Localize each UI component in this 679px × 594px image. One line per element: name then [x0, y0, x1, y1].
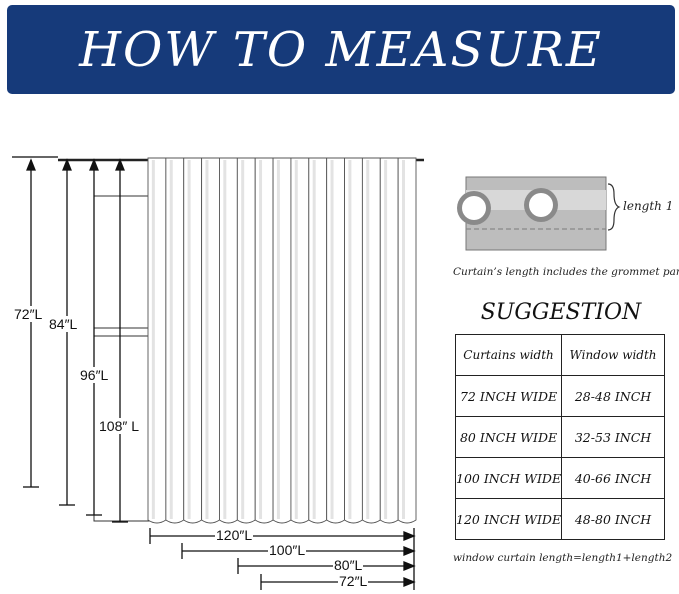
window-width-cell: 28-48 INCH [561, 375, 665, 417]
brace-icon [607, 183, 621, 231]
window-width-cell: 48-80 INCH [561, 498, 665, 540]
suggestion-table: Curtains width Window width 72 INCH WIDE… [454, 334, 665, 540]
curtain-pleat [344, 157, 363, 524]
curtain-pleat [147, 157, 167, 524]
table-row: 120 INCH WIDE 48-80 INCH [454, 498, 665, 540]
curtain-width-cell: 80 INCH WIDE [454, 416, 563, 458]
grommet-length-label: length 1 [623, 199, 674, 213]
height-label-108: 108″ L [98, 418, 140, 434]
curtain-pleat [272, 157, 292, 524]
height-label-72: 72″L [13, 306, 44, 322]
width-label-72: 72″L [338, 573, 369, 589]
suggestion-title: SUGGESTION [480, 300, 642, 325]
header-window-width: Window width [561, 334, 665, 376]
curtain-pleat [219, 157, 238, 524]
width-label-100: 100″L [268, 542, 307, 558]
curtain-pleat [361, 157, 381, 524]
table-row: 72 INCH WIDE 28-48 INCH [454, 375, 665, 417]
table-row: 80 INCH WIDE 32-53 INCH [454, 416, 665, 458]
curtain-pleat [165, 157, 185, 524]
grommet-ring-right-icon [524, 188, 558, 222]
curtain-width-cell: 72 INCH WIDE [454, 375, 563, 417]
height-label-84: 84″L [48, 316, 79, 332]
grommet-ring-left-icon [457, 191, 491, 225]
grommet-caption: Curtain’s length includes the grommet pa… [453, 266, 679, 278]
length-formula: window curtain length=length1+length2 [453, 552, 673, 564]
curtain-pleat [397, 157, 417, 524]
banner-title: HOW TO MEASURE [79, 21, 603, 78]
header-curtains-width: Curtains width [454, 334, 563, 376]
height-arrows [23, 158, 128, 523]
height-label-96: 96″L [79, 367, 110, 383]
curtain-pleat [379, 157, 399, 524]
curtain-panel [147, 157, 417, 524]
grommet-illustration [457, 176, 621, 251]
curtain-pleat [201, 157, 220, 524]
curtain-pleat [236, 157, 256, 524]
table-row: 100 INCH WIDE 40-66 INCH [454, 457, 665, 499]
table-header-row: Curtains width Window width [454, 334, 665, 376]
window-frame [93, 195, 151, 522]
curtain-pleat [290, 157, 310, 524]
width-arrows [149, 528, 416, 590]
curtain-pleat [254, 157, 274, 524]
curtain-pleat [308, 157, 328, 524]
window-width-cell: 40-66 INCH [561, 457, 665, 499]
curtain-pleat [183, 157, 203, 524]
window-width-cell: 32-53 INCH [561, 416, 665, 458]
title-banner: HOW TO MEASURE [7, 5, 675, 94]
width-label-120: 120″L [215, 527, 254, 543]
curtain-width-cell: 120 INCH WIDE [454, 498, 563, 540]
width-label-80: 80″L [333, 557, 364, 573]
curtain-pleat [326, 157, 345, 524]
curtain-width-cell: 100 INCH WIDE [454, 457, 563, 499]
